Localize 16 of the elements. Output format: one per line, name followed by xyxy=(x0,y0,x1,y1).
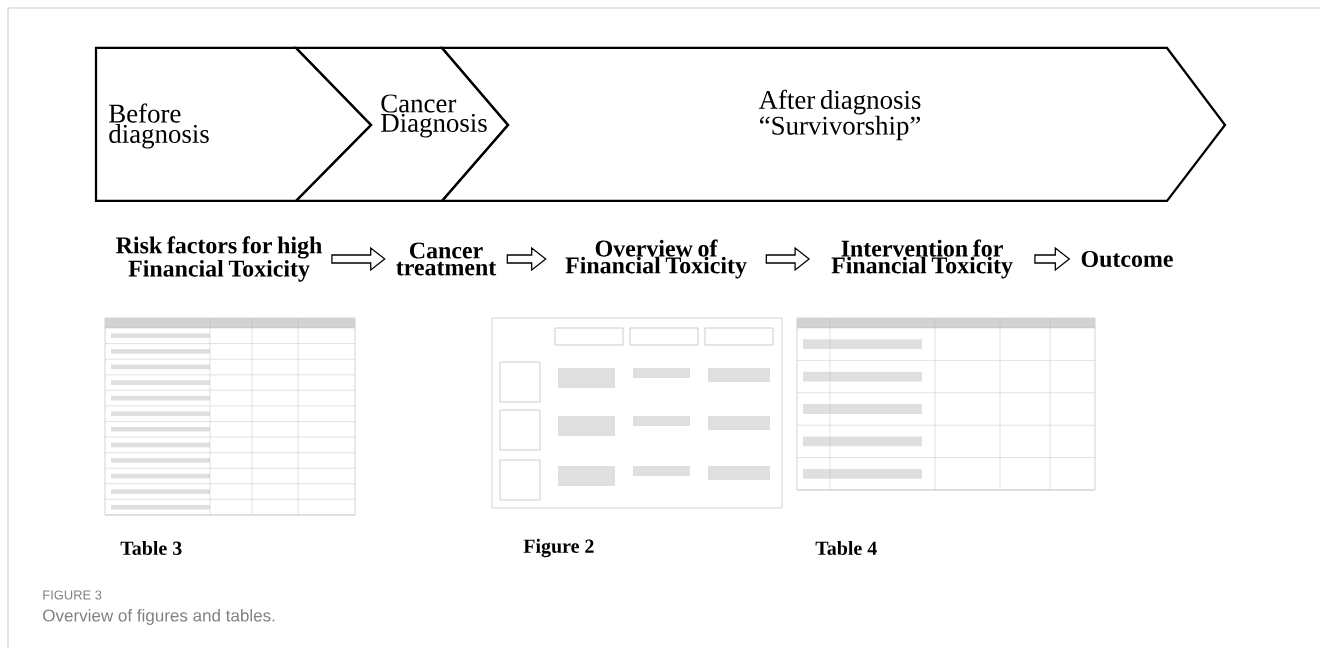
block-arrow xyxy=(765,246,811,272)
table-caption: Table 4 xyxy=(815,540,877,555)
block-arrow xyxy=(331,246,386,272)
step-heading: Intervention for Financial Toxicity xyxy=(831,239,1013,279)
step-heading: Cancer treatment xyxy=(396,242,497,276)
block-arrow xyxy=(1034,246,1071,272)
step-heading: Outcome xyxy=(1081,250,1173,268)
block-arrow xyxy=(506,246,547,272)
figure-number: FIGURE 3 xyxy=(43,590,102,600)
caption: Overview of figures and tables. xyxy=(43,609,275,625)
table-caption: Table 3 xyxy=(120,540,182,555)
timeline-stage: Before diagnosis xyxy=(94,46,373,203)
step-heading: Overview of Financial Toxicity xyxy=(565,239,747,279)
timeline-stage: Cancer Diagnosis xyxy=(293,46,510,203)
figure-caption: Figure 2 xyxy=(523,538,594,558)
step-heading: Risk factors for high Financial Toxicity xyxy=(116,236,322,282)
